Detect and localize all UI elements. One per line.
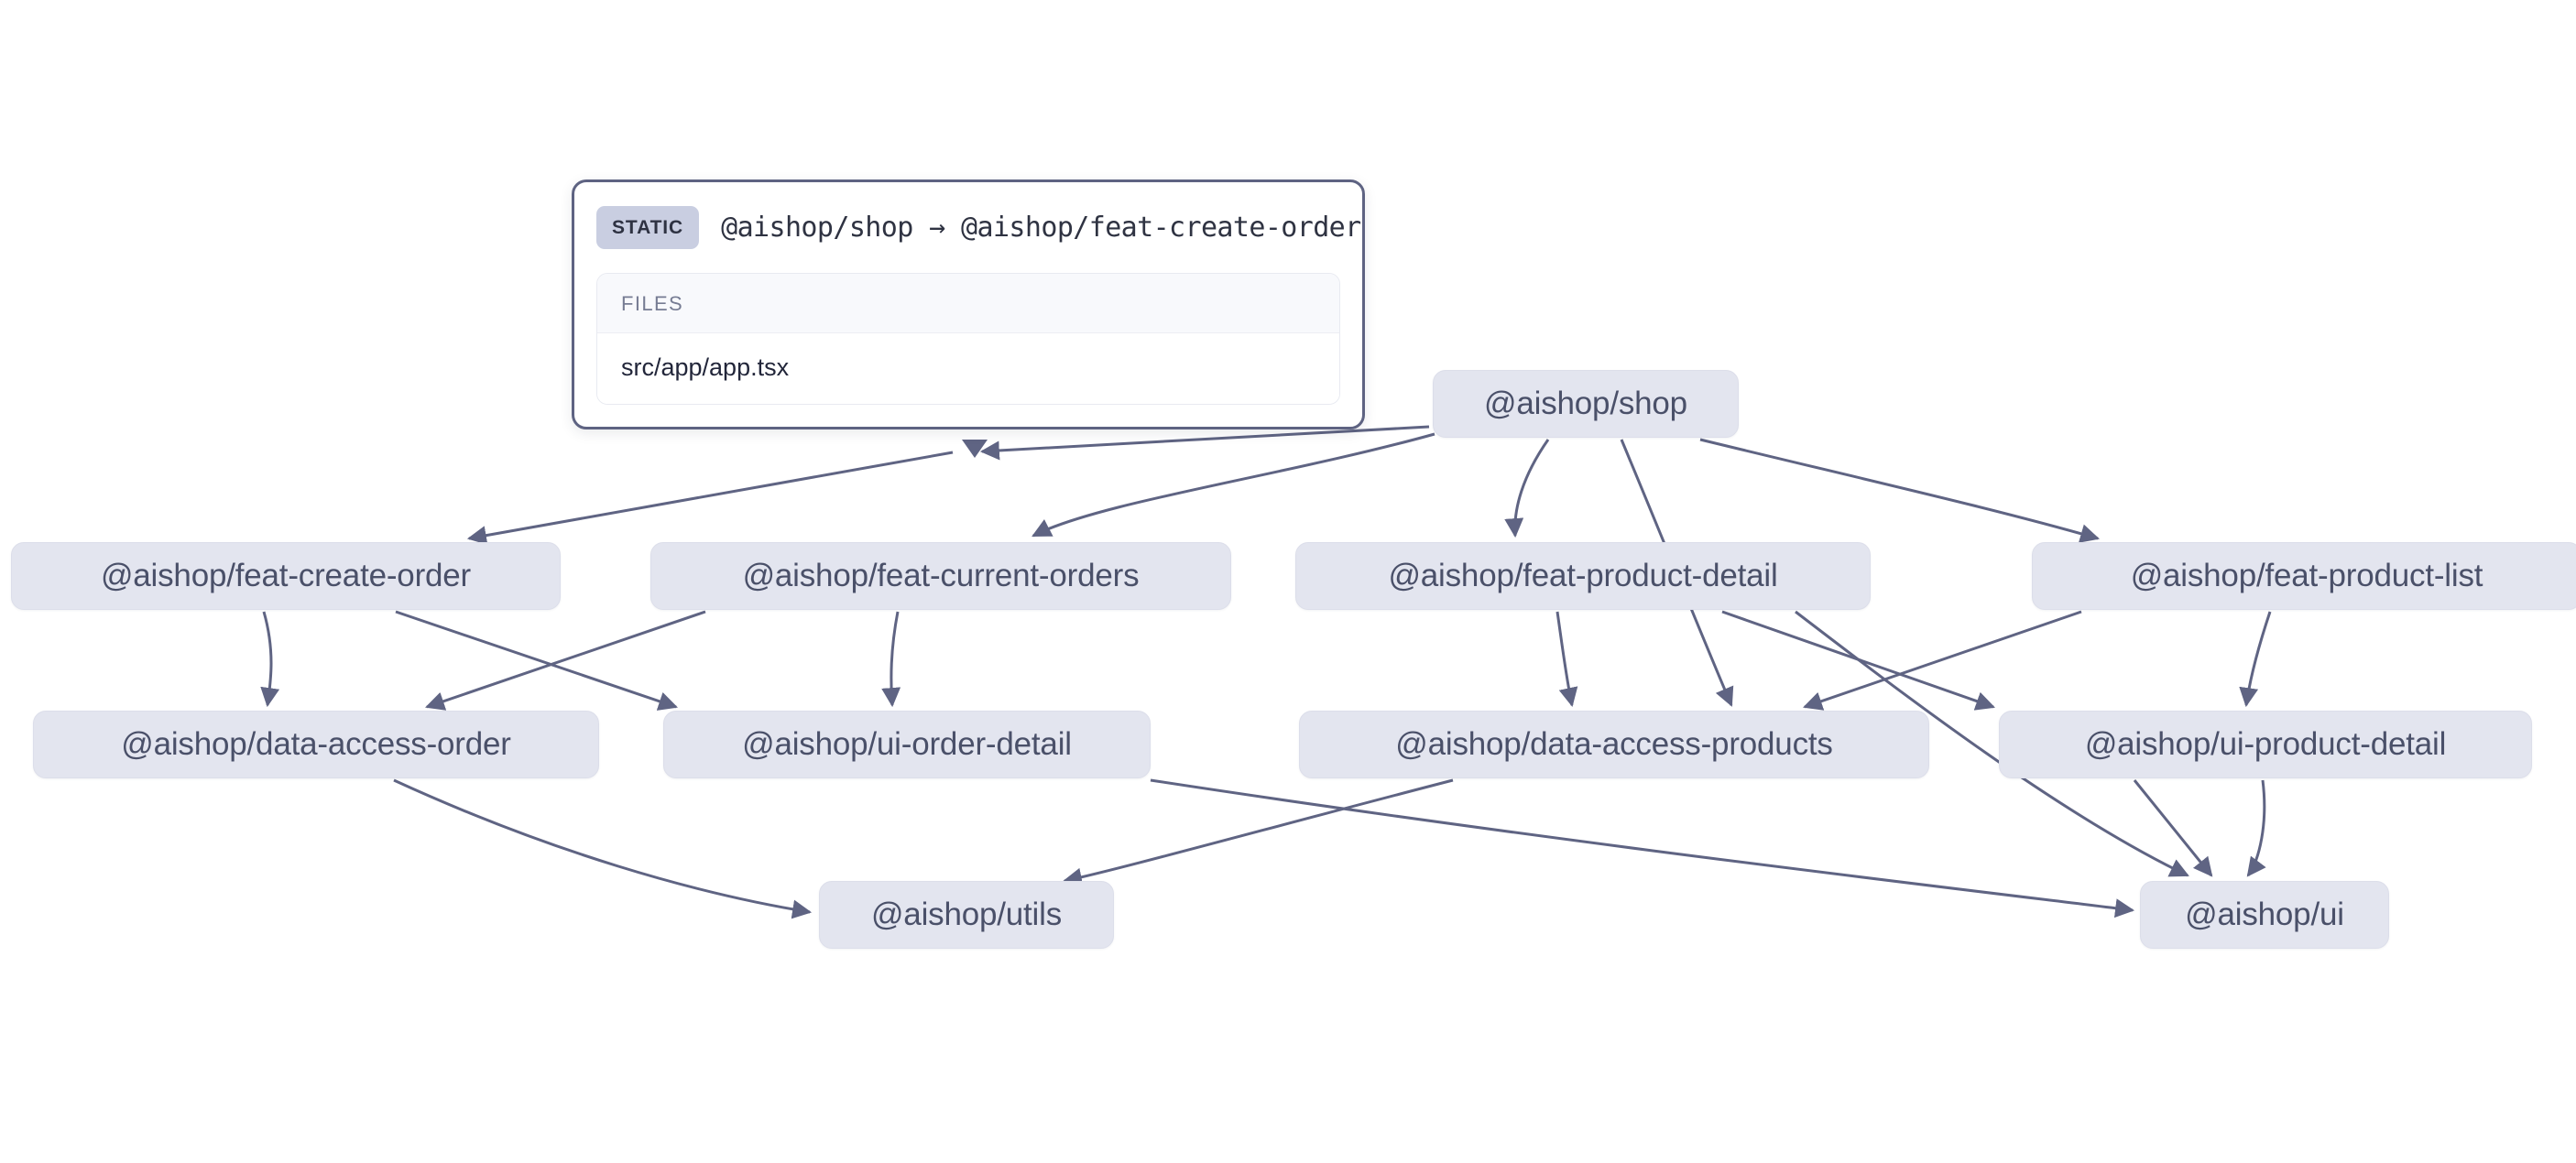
edge-feat-product-list-to-data-access-products xyxy=(1803,610,2082,711)
edge-feat-create-order-to-ui-order-detail xyxy=(395,610,678,711)
edge-feat-current-orders-to-ui-order-detail xyxy=(881,611,901,708)
edge-feat-product-detail-to-data-access-products xyxy=(1555,611,1578,708)
edge-feat-create-order-to-data-access-order xyxy=(260,611,280,708)
edge-feat-product-detail-to-ui-product-detail xyxy=(1721,610,1995,711)
edge-shop-to-feat-create-order-cont xyxy=(466,451,954,546)
node-label: @aishop/data-access-order xyxy=(121,726,511,762)
node-label: @aishop/feat-current-orders xyxy=(742,558,1140,593)
graph-node-ui-product-detail[interactable]: @aishop/ui-product-detail xyxy=(1999,711,2532,778)
graph-node-shop[interactable]: @aishop/shop xyxy=(1433,370,1739,438)
edge-ui-order-detail-to-ui xyxy=(1150,778,2135,918)
edge-feat-current-orders-to-data-access-order xyxy=(425,610,706,711)
node-label: @aishop/feat-product-list xyxy=(2130,558,2483,593)
graph-node-ui-order-detail[interactable]: @aishop/ui-order-detail xyxy=(663,711,1151,778)
tooltip-title: @aishop/shop → @aishop/feat-create-order xyxy=(721,212,1361,244)
edge-data-access-order-to-utils xyxy=(393,778,813,919)
graph-node-feat-current-orders[interactable]: @aishop/feat-current-orders xyxy=(650,542,1231,610)
static-dependency-badge: STATIC xyxy=(596,206,700,249)
graph-node-utils[interactable]: @aishop/utils xyxy=(819,881,1114,949)
node-label: @aishop/feat-product-detail xyxy=(1388,558,1778,593)
edge-feat-product-list-to-ui-product-detail xyxy=(2239,611,2272,708)
files-panel-header: FILES xyxy=(597,274,1339,333)
edge-shop-to-feat-current-orders xyxy=(1031,432,1435,538)
edge-shop-to-feat-product-list xyxy=(1699,438,2101,543)
node-label: @aishop/utils xyxy=(870,897,1063,932)
graph-node-feat-create-order[interactable]: @aishop/feat-create-order xyxy=(11,542,561,610)
graph-node-ui[interactable]: @aishop/ui xyxy=(2140,881,2389,949)
edge-shop-to-feat-product-detail xyxy=(1504,439,1550,538)
node-label: @aishop/feat-create-order xyxy=(100,558,472,593)
edge-ui-product-detail-to-ui xyxy=(2246,779,2266,877)
graph-node-data-access-order[interactable]: @aishop/data-access-order xyxy=(33,711,599,778)
tooltip-header: STATIC @aishop/shop → @aishop/feat-creat… xyxy=(596,202,1361,258)
node-label: @aishop/ui xyxy=(2185,897,2344,932)
edge-ui-product-detail-to-ui-2 xyxy=(2133,779,2213,877)
edge-data-access-products-to-utils xyxy=(1062,778,1454,887)
node-label: @aishop/ui-order-detail xyxy=(742,726,1072,762)
file-list-item[interactable]: src/app/app.tsx xyxy=(597,333,1339,404)
edge-shop-to-feat-create-order xyxy=(979,425,1430,461)
graph-node-feat-product-detail[interactable]: @aishop/feat-product-detail xyxy=(1295,542,1871,610)
node-label: @aishop/shop xyxy=(1484,386,1687,421)
graph-node-feat-product-list[interactable]: @aishop/feat-product-list xyxy=(2032,542,2576,610)
node-label: @aishop/data-access-products xyxy=(1395,726,1833,762)
files-panel: FILES src/app/app.tsx xyxy=(596,273,1340,405)
highlighted-edge-arrowhead xyxy=(962,440,988,458)
graph-node-data-access-products[interactable]: @aishop/data-access-products xyxy=(1299,711,1929,778)
edge-details-tooltip[interactable]: STATIC @aishop/shop → @aishop/feat-creat… xyxy=(572,179,1365,429)
node-label: @aishop/ui-product-detail xyxy=(2084,726,2447,762)
